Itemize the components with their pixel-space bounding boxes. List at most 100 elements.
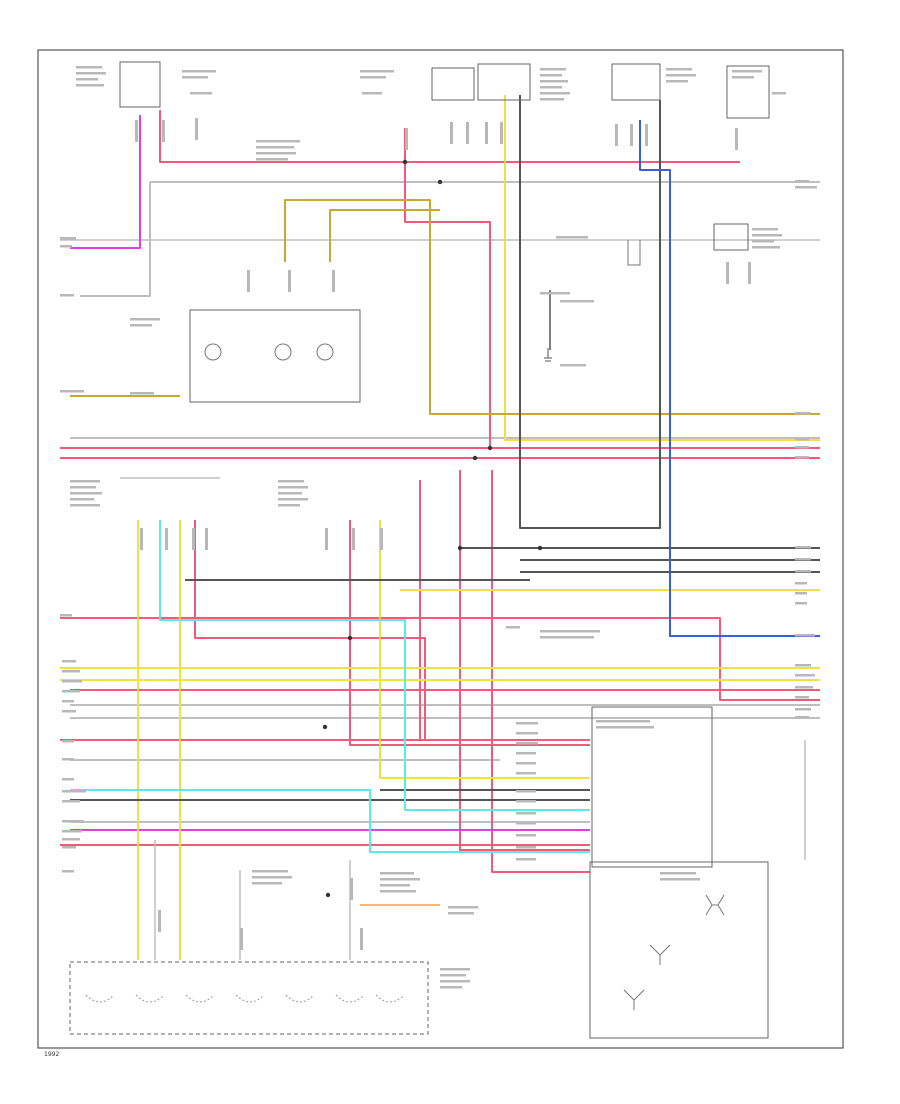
label-mark [795,602,807,605]
label-mark [240,928,243,950]
label-mark [752,228,778,231]
footer-code: 1992 [44,1051,59,1058]
label-mark [540,630,600,633]
label-mark [516,742,538,745]
motor-winding-arc [85,994,115,1003]
label-mark [540,74,562,77]
splice-dot [437,179,443,185]
label-mark [352,528,355,550]
label-mark [466,122,469,144]
label-mark [440,986,462,989]
label-mark [135,120,138,142]
label-mark [76,78,98,81]
label-mark [62,838,80,841]
splice-dot [402,159,408,165]
splice-dot [457,545,463,551]
label-mark [660,872,696,875]
motor-winding-arc [285,994,315,1003]
label-mark [60,390,84,393]
label-mark [440,974,466,977]
connector-box-b [477,63,531,101]
sensor-symbol-2 [274,343,292,361]
label-mark [772,92,786,95]
label-mark [278,504,300,507]
symbols [204,240,725,1010]
label-mark [645,124,648,146]
label-mark [76,66,102,69]
label-mark [278,492,302,495]
ground-symbol [544,348,552,362]
label-mark [752,246,780,249]
label-mark [380,878,420,881]
wire-pink-loop-b [349,520,590,746]
label-mark [516,732,538,735]
label-mark [162,120,165,142]
motor-winding-arc [235,994,265,1003]
transistor-symbol-2 [623,989,645,1010]
label-mark [62,700,74,703]
label-mark [440,968,470,971]
label-mark [62,846,76,849]
wire-tan-b [329,209,440,262]
motor-winding-arc [335,994,365,1003]
label-mark [748,262,751,284]
label-mark [140,528,143,550]
label-mark [380,872,414,875]
splice-dot [325,892,331,898]
label-mark [516,800,536,803]
label-mark [76,72,106,75]
wire-pink-loop [194,520,426,740]
label-mark [795,570,811,573]
label-mark [60,237,76,240]
sensor-symbol-3 [316,343,334,361]
label-marks [60,66,817,1003]
label-mark [62,670,80,673]
label-mark [795,664,811,667]
label-mark [62,740,74,743]
label-mark [130,392,154,395]
label-mark [795,582,807,585]
label-mark [795,186,817,189]
label-mark [60,294,74,297]
label-mark [252,870,288,873]
label-mark [540,80,568,83]
label-mark [540,98,564,101]
label-mark [795,716,809,719]
label-mark [540,92,570,95]
label-mark [62,660,76,663]
label-mark [62,680,82,683]
label-mark [182,70,216,73]
actuator-module-box [589,861,769,1039]
wire-cyan [159,520,590,811]
label-mark [62,800,80,803]
label-mark [195,118,198,140]
ignition-switch-box [119,61,161,108]
module-box-left [189,309,361,403]
label-mark [752,240,774,243]
wire-gray-left-drop [80,182,151,297]
label-mark [70,498,94,501]
label-mark [205,528,208,550]
label-mark [360,70,394,73]
label-mark [332,270,335,292]
wire-dark-loop [519,95,661,529]
wire-yellow-vert-c [379,520,590,779]
label-mark [62,870,74,873]
label-mark [360,928,363,950]
splice-dot [487,445,493,451]
label-mark [380,890,416,893]
splice-dot [537,545,543,551]
label-mark [795,180,809,183]
wire-pink-vert [404,128,491,450]
label-mark [795,592,807,595]
label-mark [448,912,474,915]
motor-assembly-box [69,961,429,1035]
wire-magenta-left [70,115,141,249]
label-mark [278,486,308,489]
motor-winding-arc [185,994,215,1003]
label-mark [795,634,815,637]
connector-box-d [726,65,770,119]
motor-winding-arc [375,994,405,1003]
